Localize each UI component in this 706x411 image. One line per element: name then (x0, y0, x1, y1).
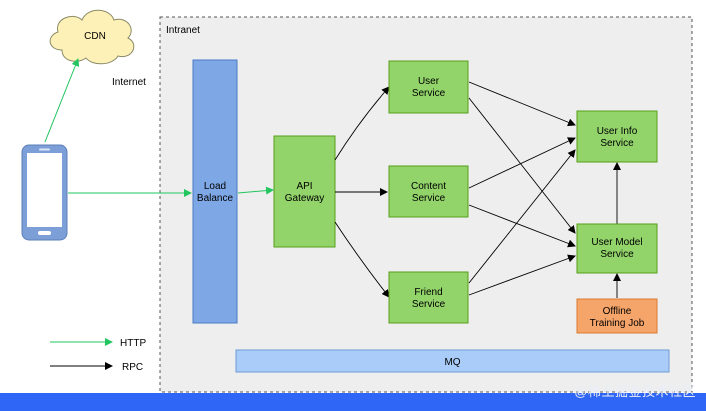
friend-service-box (388, 271, 469, 324)
rpc-arrow-user-userinfo (468, 81, 576, 127)
http-arrow-phone-cdn (44, 58, 80, 143)
watermark: @稀土掘金技术社区 (574, 384, 696, 399)
user-model-service-label-line1: User Model (591, 237, 642, 248)
internet-label: Internet (112, 77, 146, 88)
legend: HTTP RPC (50, 338, 146, 373)
user-info-service-box (576, 110, 658, 163)
http-arrow-lb-gateway (237, 186, 274, 195)
user-info-service-label-line1: User Info (597, 126, 638, 137)
content-service-label-line2: Service (412, 193, 446, 204)
legend-http-label: HTTP (120, 338, 146, 349)
rpc-arrow-content-userinfo (468, 137, 576, 189)
user-model-service-label-line2: Service (600, 249, 634, 260)
cdn-cloud-icon (49, 9, 135, 65)
intranet-label: Intranet (166, 25, 200, 36)
smartphone-icon (21, 144, 68, 241)
legend-rpc-label: RPC (122, 362, 143, 373)
api-gateway-box (273, 135, 336, 248)
rpc-arrow-friend-userinfo (468, 149, 576, 284)
offline-training-job-label-line2: Training Job (590, 318, 645, 329)
api-gateway-label-line2: Gateway (285, 193, 324, 204)
footer-bar (0, 393, 706, 411)
user-model-service-box (576, 223, 658, 274)
load-balance-label-line2: Balance (197, 193, 234, 204)
content-service-box (388, 165, 469, 218)
api-gateway-label-line1: API (296, 181, 312, 192)
rpc-arrow-user-usermodel (468, 97, 576, 234)
load-balance-label-line1: Load (204, 181, 226, 192)
offline-training-job-box (576, 298, 658, 334)
mq-bar (235, 349, 670, 373)
user-info-service-label-line2: Service (600, 138, 634, 149)
user-service-label-line2: Service (412, 88, 446, 99)
rpc-arrow-gateway-user (334, 86, 390, 161)
load-balance-box (192, 59, 238, 324)
cdn-label: CDN (84, 31, 106, 42)
offline-training-job-label-line1: Offline (603, 306, 632, 317)
rpc-arrow-gateway-friend (334, 221, 390, 298)
friend-service-label-line1: Friend (414, 287, 442, 298)
friend-service-label-line2: Service (412, 299, 446, 310)
user-service-label-line1: User (418, 76, 440, 87)
content-service-label-line1: Content (411, 181, 446, 192)
mq-label: MQ (444, 357, 460, 368)
rpc-arrow-friend-usermodel (468, 254, 576, 296)
user-service-box (388, 60, 469, 114)
rpc-arrow-content-usermodel (468, 204, 576, 248)
